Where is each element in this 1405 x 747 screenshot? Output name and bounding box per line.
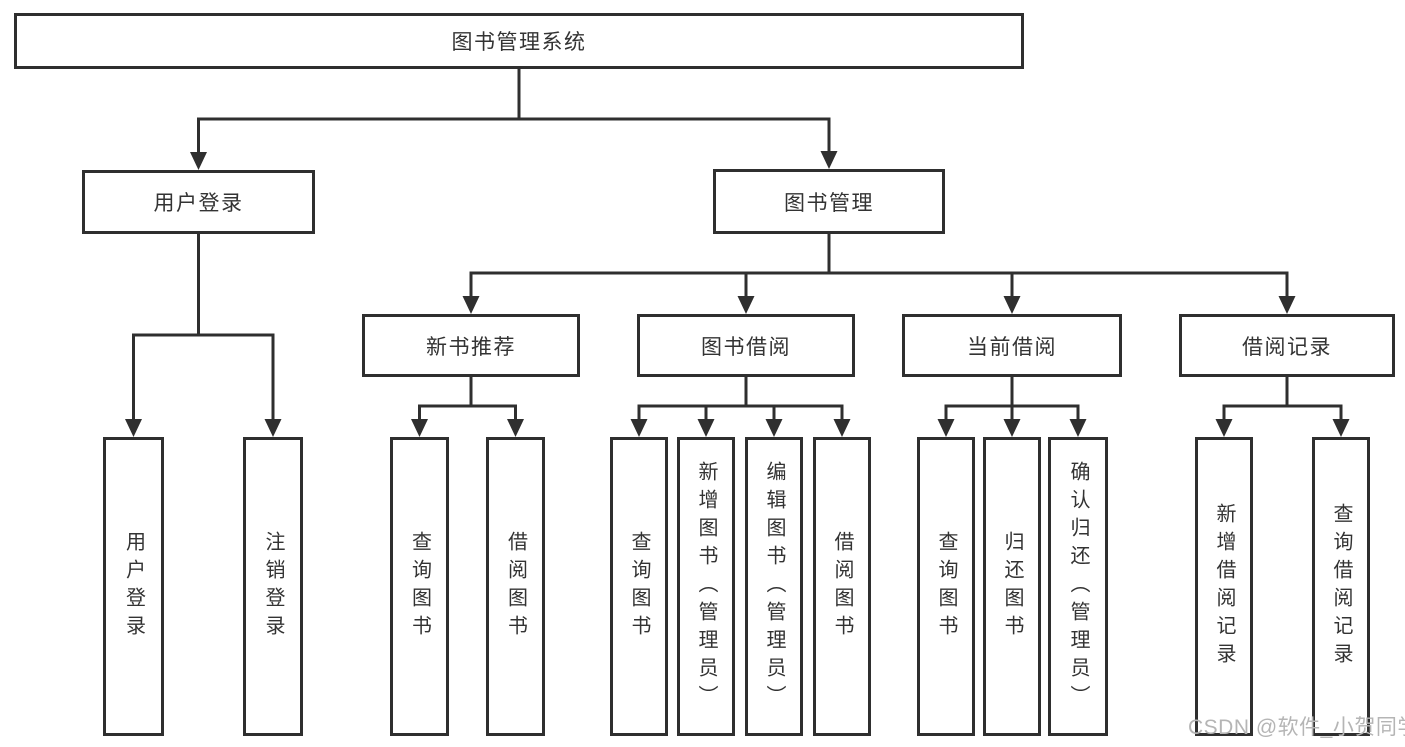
leaf-confirm-return-admin: 确认归还（管理员）	[1048, 437, 1108, 736]
leaf-query-books-recommend: 查询图书	[390, 437, 449, 736]
node-label: 归还图书	[1001, 530, 1023, 643]
node-label: 查询图书	[408, 530, 431, 643]
csdn-watermark: CSDN @软件_小贺同学	[1188, 716, 1405, 739]
leaf-add-borrow-record: 新增借阅记录	[1195, 437, 1253, 736]
leaf-user-login: 用户登录	[103, 437, 164, 736]
leaf-add-book-admin: 新增图书（管理员）	[677, 437, 735, 736]
node-label: 借阅图书	[504, 530, 527, 643]
node-label: 新增图书（管理员）	[695, 460, 717, 713]
node-root: 图书管理系统	[14, 13, 1024, 69]
node-label: 新书推荐	[426, 335, 516, 359]
node-current-borrow: 当前借阅	[902, 314, 1122, 377]
leaf-return-book: 归还图书	[983, 437, 1041, 736]
leaf-query-borrow-record: 查询借阅记录	[1312, 437, 1370, 736]
node-label: 新增借阅记录	[1213, 502, 1235, 671]
node-label: 查询借阅记录	[1330, 502, 1352, 671]
leaf-query-books-current: 查询图书	[917, 437, 975, 736]
node-label: 当前借阅	[967, 335, 1057, 359]
node-label: 查询图书	[628, 530, 650, 643]
node-label: 确认归还（管理员）	[1067, 460, 1089, 713]
node-label: 编辑图书（管理员）	[763, 460, 785, 713]
leaf-edit-book-admin: 编辑图书（管理员）	[745, 437, 803, 736]
node-label: 借阅记录	[1242, 335, 1332, 359]
node-label: 用户登录	[122, 530, 145, 643]
node-label: 图书管理系统	[451, 31, 587, 54]
node-user-login: 用户登录	[82, 170, 315, 234]
leaf-logout: 注销登录	[243, 437, 303, 736]
node-label: 查询图书	[935, 530, 957, 643]
leaf-borrow-books: 借阅图书	[813, 437, 871, 736]
node-borrow-records: 借阅记录	[1179, 314, 1395, 377]
node-book-management: 图书管理	[713, 169, 945, 234]
node-label: 用户登录	[153, 192, 244, 215]
node-book-borrow: 图书借阅	[637, 314, 855, 377]
node-label: 图书借阅	[701, 335, 791, 359]
leaf-query-books-borrow: 查询图书	[610, 437, 668, 736]
leaf-borrow-books-recommend: 借阅图书	[486, 437, 545, 736]
node-label: 借阅图书	[831, 530, 853, 643]
node-label: 注销登录	[262, 530, 284, 643]
node-label: 图书管理	[784, 191, 874, 215]
node-new-book-recommend: 新书推荐	[362, 314, 580, 377]
